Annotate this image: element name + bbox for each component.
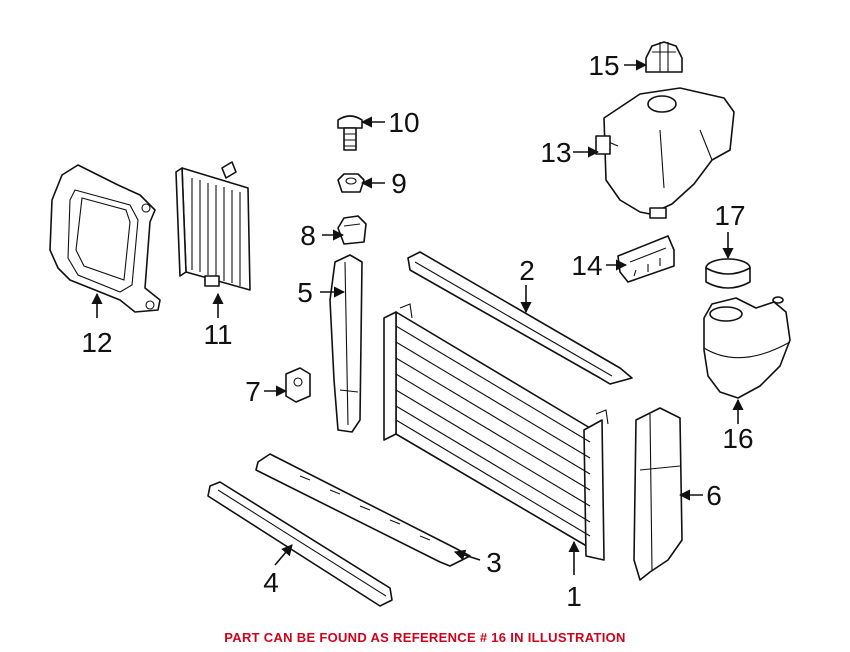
part-15-cap[interactable] [645,41,683,73]
part-9-grommet[interactable] [337,173,365,193]
callout-11: 11 [203,319,232,350]
callout-17: 17 [714,200,745,231]
part-16-expansion-tank[interactable] [703,296,791,399]
callout-labels: 1 2 3 4 5 6 7 8 9 10 11 12 13 14 15 16 1… [81,50,753,612]
callout-3: 3 [486,547,502,578]
part-11-auxiliary-radiator[interactable] [175,161,251,291]
reference-caption: PART CAN BE FOUND AS REFERENCE # 16 IN I… [224,630,626,645]
callout-4: 4 [263,567,279,598]
part-14-bracket[interactable] [617,235,675,283]
callout-15: 15 [588,50,619,81]
callout-14: 14 [571,250,602,281]
callout-6: 6 [706,480,722,511]
callout-8: 8 [300,220,316,251]
part-10-bolt[interactable] [337,115,363,151]
part-3-lower-seal[interactable] [255,453,471,567]
callout-1: 1 [566,581,582,612]
part-13-expansion-tank[interactable] [595,87,735,219]
part-7-seal-pad[interactable] [285,367,311,403]
callout-2: 2 [519,255,535,286]
part-17-cap[interactable] [705,258,751,289]
part-5-left-air-duct[interactable] [329,254,363,433]
callout-12: 12 [81,327,112,358]
leader-lines [91,59,744,575]
callout-7: 7 [245,376,261,407]
part-2-upper-seal[interactable] [407,251,633,385]
callout-5: 5 [297,277,313,308]
part-6-right-air-duct[interactable] [633,407,683,581]
callout-16: 16 [722,423,753,454]
part-1-radiator[interactable] [383,303,609,561]
callout-9: 9 [391,168,407,199]
callout-13: 13 [540,137,571,168]
callout-10: 10 [388,107,419,138]
part-4-lower-deflector[interactable] [207,481,393,607]
part-12-radiator-frame[interactable] [49,164,161,313]
part-8-rubber-mount[interactable] [337,215,367,245]
